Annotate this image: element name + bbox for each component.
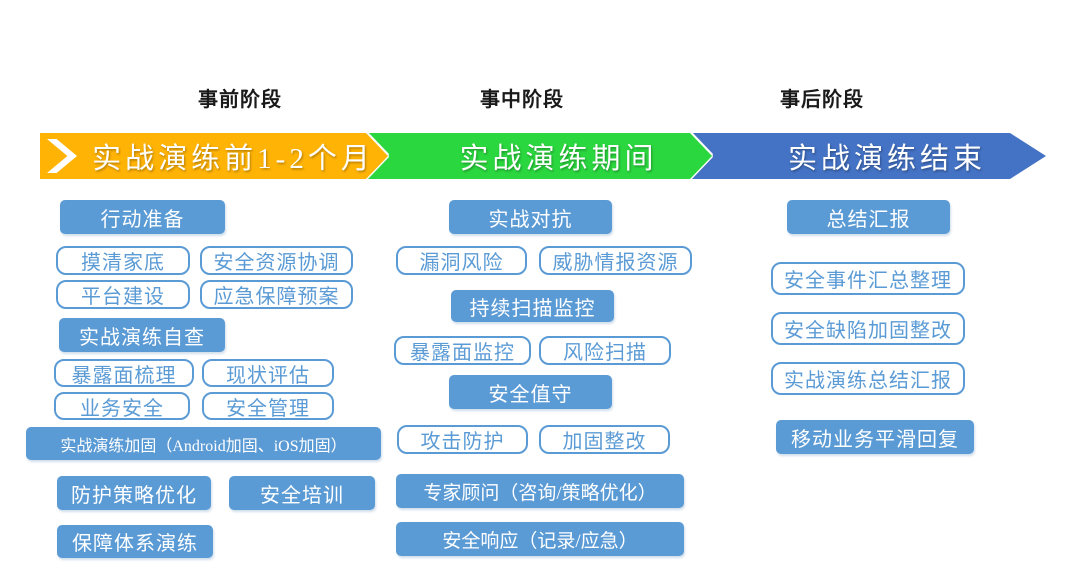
box-drill-hardening: 实战演练加固（Android加固、iOS加固）	[26, 427, 381, 460]
box-platform-construction: 平台建设	[56, 280, 190, 309]
box-status-assessment: 现状评估	[202, 359, 334, 387]
box-security-duty: 安全值守	[449, 375, 612, 409]
box-live-confrontation: 实战对抗	[449, 200, 612, 234]
box-incident-aggregation: 安全事件汇总整理	[771, 262, 965, 295]
box-vulnerability-risk: 漏洞风险	[396, 246, 527, 275]
box-drill-self-check: 实战演练自查	[59, 318, 225, 352]
box-continuous-scan-monitoring: 持续扫描监控	[451, 290, 614, 322]
box-action-preparation: 行动准备	[60, 200, 225, 234]
phase-banner-post: 实战演练结束	[690, 133, 1046, 179]
phase-banner-mid: 实战演练期间	[367, 133, 712, 179]
box-threat-intel-resources: 威胁情报资源	[539, 246, 692, 275]
box-risk-scanning: 风险扫描	[539, 336, 671, 365]
phase-header-post: 事后阶段	[780, 89, 864, 111]
box-emergency-support-plan: 应急保障预案	[200, 280, 353, 309]
box-security-training: 安全培训	[229, 476, 375, 510]
box-hardening-rectification: 加固整改	[539, 425, 670, 454]
box-security-management: 安全管理	[202, 392, 334, 420]
box-summary-report: 总结汇报	[787, 200, 950, 234]
box-security-resource-coordination: 安全资源协调	[200, 246, 353, 275]
box-defect-hardening-rectification: 安全缺陷加固整改	[771, 312, 965, 345]
phase-header-pre: 事前阶段	[198, 89, 282, 111]
phase-header-mid: 事中阶段	[480, 89, 564, 111]
box-attack-protection: 攻击防护	[397, 425, 528, 454]
box-business-security: 业务安全	[54, 392, 190, 420]
box-asset-inventory: 摸清家底	[56, 246, 190, 275]
box-drill-summary-report: 实战演练总结汇报	[771, 362, 965, 395]
phase-banner-mid-label: 实战演练期间	[459, 143, 658, 175]
box-exposure-surface-sorting: 暴露面梳理	[54, 359, 194, 387]
box-mobile-business-smooth-recovery: 移动业务平滑回复	[776, 420, 974, 454]
phase-banner-pre: 实战演练前1-2个月	[40, 133, 388, 179]
phase-banner-pre-label: 实战演练前1-2个月	[92, 143, 374, 175]
box-support-system-drill: 保障体系演练	[57, 525, 213, 558]
box-exposure-surface-monitoring: 暴露面监控	[394, 336, 531, 365]
box-protection-strategy-optimization: 防护策略优化	[57, 476, 211, 510]
box-security-response: 安全响应（记录/应急）	[396, 522, 684, 556]
phase-banner-post-label: 实战演练结束	[787, 143, 986, 175]
box-expert-consulting: 专家顾问（咨询/策略优化）	[396, 474, 684, 508]
